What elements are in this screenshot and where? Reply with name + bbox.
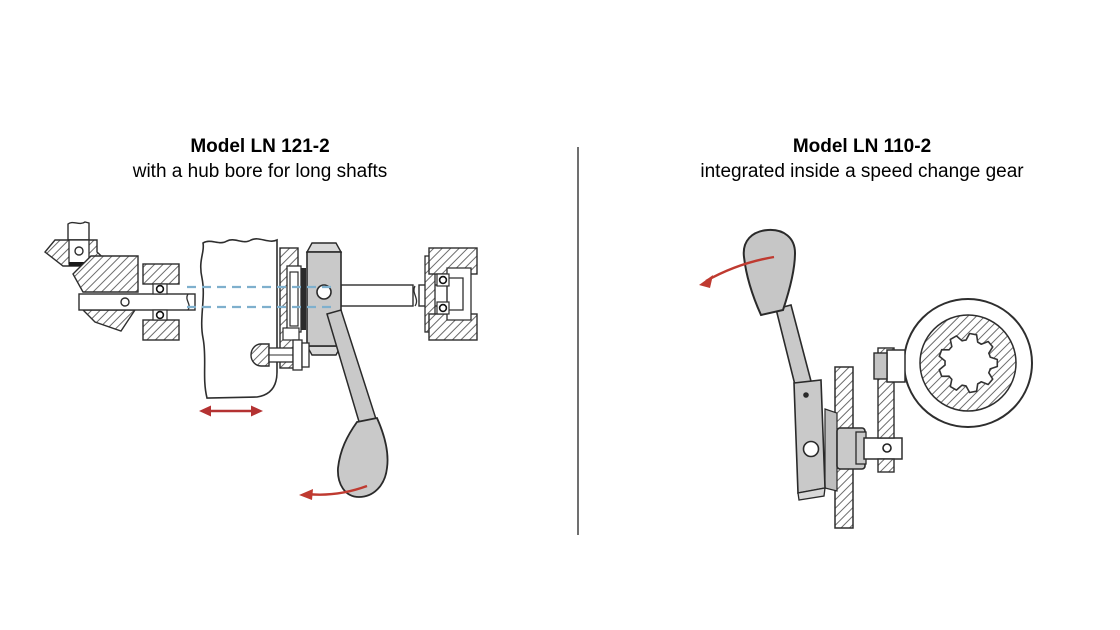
ball-bearing-block-left: [142, 263, 180, 341]
vertical-divider: [577, 147, 579, 535]
lever-knob: [337, 416, 389, 498]
centerlines: [187, 285, 335, 309]
hub-cylinder: [836, 427, 867, 470]
lever-bar: [793, 379, 826, 501]
bevel-gear-pair: [43, 221, 139, 332]
lever-swing-arrow: [699, 255, 775, 288]
right-figure-title: Model LN 110-2: [792, 136, 932, 157]
shift-lever: [326, 309, 389, 498]
clamp-bolt: [873, 349, 906, 383]
shaft-block: [863, 437, 903, 460]
lever-swing-arrow: [299, 484, 368, 500]
drawing-ln121: [43, 221, 478, 500]
splined-gear-wheel: [903, 298, 1033, 428]
left-shaft: [78, 293, 196, 311]
drawing-ln110: [699, 228, 1033, 529]
left-figure-subtitle: with a hub bore for long shafts: [132, 161, 388, 182]
hub-bore-housing: [199, 238, 278, 399]
follower-wedge: [824, 408, 838, 492]
ball-bearing-block-right: [424, 247, 478, 341]
lever-knob: [742, 228, 797, 317]
caption-left: Model LN 121-2 with a hub bore for long …: [30, 134, 490, 184]
gear-spline-bore: [938, 332, 999, 394]
axial-travel-arrow: [199, 405, 263, 417]
caption-right: Model LN 110-2 integrated inside a speed…: [632, 134, 1092, 184]
lever-arm: [775, 304, 813, 390]
locking-bolt: [250, 327, 310, 371]
left-figure-title: Model LN 121-2: [190, 136, 330, 157]
right-figure-subtitle: integrated inside a speed change gear: [700, 161, 1024, 182]
